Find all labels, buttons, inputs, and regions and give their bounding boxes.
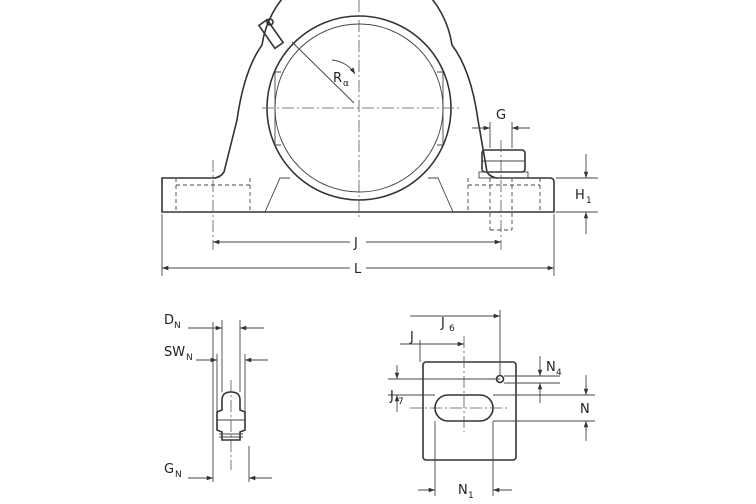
dn-label: D bbox=[164, 313, 174, 328]
dn-subscript: N bbox=[174, 321, 181, 331]
j6-label: J bbox=[440, 316, 445, 331]
radius-subscript: α bbox=[343, 79, 349, 89]
base-plate bbox=[422, 361, 517, 461]
h1-subscript: 1 bbox=[586, 196, 592, 206]
base-rib-right bbox=[428, 177, 454, 213]
h1-dimension-label: H bbox=[575, 188, 585, 203]
j-label: J bbox=[409, 330, 414, 345]
gn-label: G bbox=[164, 462, 174, 477]
radius-arrow bbox=[331, 59, 356, 75]
n4-label: N bbox=[546, 360, 556, 375]
swn-label: SW bbox=[164, 345, 185, 360]
bore-notch-right bbox=[437, 71, 444, 146]
g-dimension-label: G bbox=[496, 108, 506, 123]
bolt-washer bbox=[478, 171, 529, 179]
radius-label: R bbox=[333, 71, 342, 86]
bolt-hole-right bbox=[467, 178, 541, 212]
j-dimension-label: J bbox=[353, 236, 358, 251]
n-label: N bbox=[580, 402, 590, 417]
j6-subscript: 6 bbox=[449, 324, 455, 334]
radius-line bbox=[291, 41, 355, 104]
grease-nipple bbox=[257, 18, 285, 50]
base-rib-left bbox=[264, 177, 290, 213]
housing-outline bbox=[161, 0, 555, 213]
j7-subscript: 7 bbox=[398, 397, 404, 407]
nipple-outline bbox=[216, 391, 246, 441]
gn-subscript: N bbox=[175, 470, 182, 480]
n4-subscript: 4 bbox=[556, 368, 562, 378]
n1-subscript: 1 bbox=[468, 491, 474, 501]
j7-label: J bbox=[389, 389, 394, 404]
base-slot-view: J 6 J J 7 N 4 N N 1 bbox=[388, 310, 595, 501]
bore-notch-left bbox=[274, 71, 281, 146]
swn-subscript: N bbox=[186, 353, 193, 363]
l-dimension-label: L bbox=[354, 262, 362, 277]
nipple-view: D N SW N G N bbox=[164, 313, 272, 482]
n1-label: N bbox=[458, 483, 468, 498]
front-view: R α G H 1 J L bbox=[161, 0, 598, 277]
